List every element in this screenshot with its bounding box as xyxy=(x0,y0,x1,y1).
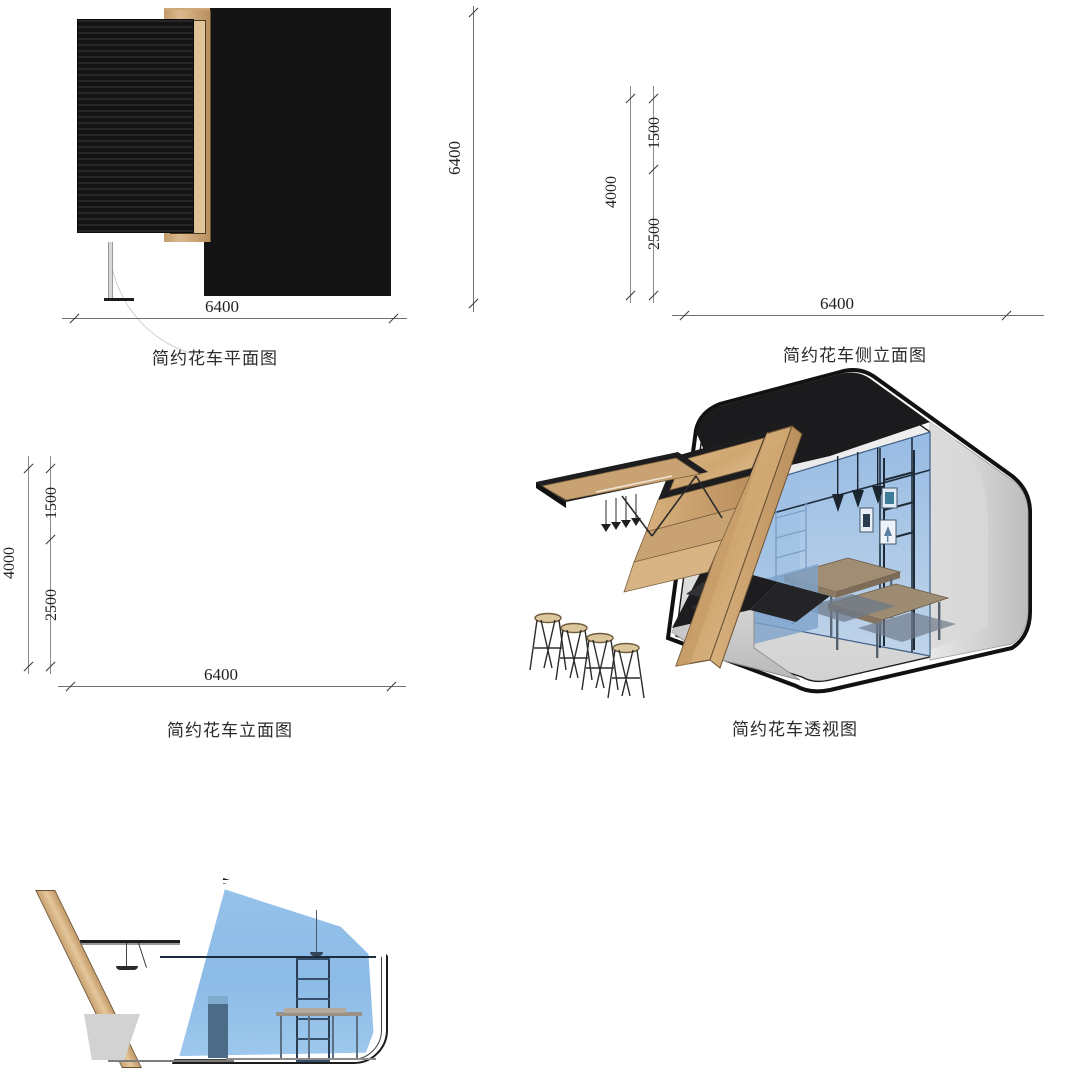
front-canopy-brace xyxy=(138,942,148,968)
perspective-awning-pendants xyxy=(601,494,641,532)
perspective-timber-canopy xyxy=(623,430,768,593)
front-table-upper-surface xyxy=(284,1008,346,1013)
perspective-awning-struts xyxy=(621,475,723,537)
side-dim-label-2500: 2500 xyxy=(646,218,663,250)
perspective-panel: 简约花车透视图 xyxy=(500,360,1080,776)
front-ceiling-line xyxy=(160,956,376,958)
side-dim-label-4000: 4000 xyxy=(603,176,620,208)
front-ext-line-left xyxy=(28,456,29,674)
front-table-leg-1 xyxy=(280,1016,282,1060)
plan-louvered-awning xyxy=(78,20,193,232)
front-dim-label-width: 6400 xyxy=(204,665,238,684)
front-floor-line-left xyxy=(108,1060,234,1062)
front-fridge-unit xyxy=(208,1004,228,1058)
front-ext-line-outer xyxy=(50,456,51,674)
perspective-outer-awning xyxy=(536,452,708,508)
front-dim-label-4000: 4000 xyxy=(1,547,18,579)
front-canopy-underside xyxy=(80,943,180,945)
front-inner-shell xyxy=(174,883,382,1060)
side-dim-line-horizontal xyxy=(672,315,1044,316)
front-table-leg-3 xyxy=(332,1016,334,1060)
plan-door-sill xyxy=(104,298,134,301)
front-table-leg-2 xyxy=(308,1016,310,1060)
front-dim-label-2500: 2500 xyxy=(43,589,60,621)
perspective-drawing xyxy=(529,368,1032,699)
side-dim-label-width: 6400 xyxy=(820,294,854,313)
plan-dim-line-vertical xyxy=(473,6,474,312)
side-ext-line-left xyxy=(630,86,631,303)
plan-dim-label-depth: 6400 xyxy=(445,141,464,175)
side-elevation-panel: 6400 1500 2500 4000 简约花车侧立面图 xyxy=(540,0,1080,370)
plan-dim-label-width: 6400 xyxy=(205,297,239,316)
side-dim-label-1500: 1500 xyxy=(646,117,663,149)
perspective-bar-stools xyxy=(529,612,645,699)
plan-door-leaf xyxy=(108,242,113,300)
plan-view-caption: 简约花车平面图 xyxy=(152,349,278,368)
side-elevation-caption: 简约花车侧立面图 xyxy=(783,346,927,365)
plan-floor-mass xyxy=(204,8,391,296)
front-pendant-cord xyxy=(316,910,317,954)
front-pendant-shade xyxy=(310,952,323,956)
front-elevation-caption: 简约花车立面图 xyxy=(167,721,293,740)
perspective-caption: 简约花车透视图 xyxy=(732,720,858,739)
plan-dim-line-horizontal xyxy=(62,318,407,319)
front-elevation-drawing xyxy=(35,864,396,1068)
front-elevation-panel: 6400 1500 2500 4000 简约花车立面图 xyxy=(0,396,500,1068)
perspective-shell-curve xyxy=(930,422,989,650)
front-floor-line-right xyxy=(226,1058,376,1060)
front-canopy-lamp-shade xyxy=(116,966,138,970)
front-canopy-lamp-cord xyxy=(126,943,127,967)
perspective-pendant-lights xyxy=(832,448,884,512)
front-dim-line-horizontal xyxy=(58,686,406,687)
front-table-leg-4 xyxy=(356,1016,358,1060)
front-dim-label-1500: 1500 xyxy=(43,487,60,519)
perspective-timber-frame xyxy=(675,425,803,669)
side-ext-line-outer xyxy=(653,86,654,303)
perspective-wall-art xyxy=(859,487,898,545)
plan-view-panel: 6400 6400 简约花车平面图 xyxy=(0,0,520,370)
plan-drawing xyxy=(78,8,391,359)
